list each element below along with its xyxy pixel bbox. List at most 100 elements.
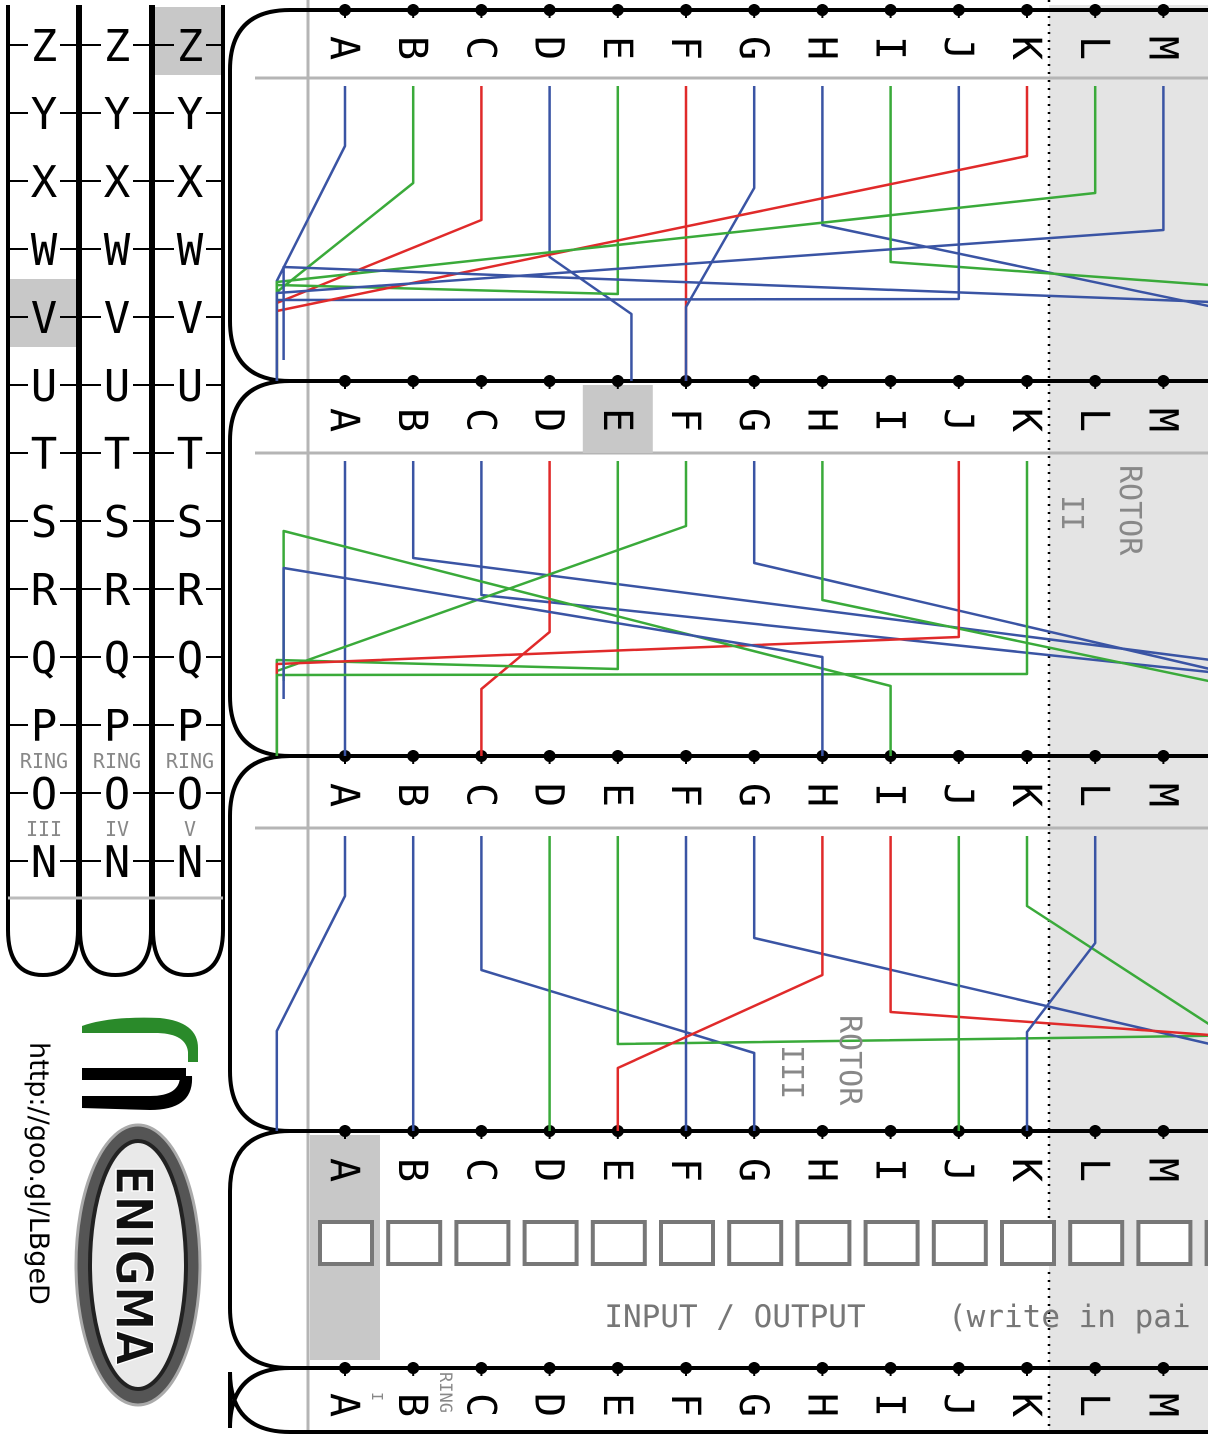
ring-letter: V	[31, 293, 58, 344]
contact-letter: F	[662, 408, 708, 432]
contact-letter: I	[867, 783, 913, 807]
wire	[277, 86, 345, 381]
contact-dot	[544, 4, 556, 16]
ring-letter: Y	[177, 89, 204, 140]
contact-dot	[475, 1125, 487, 1137]
ring-letter: T	[177, 429, 204, 480]
contact-letter: J	[935, 408, 981, 432]
io-letter-box	[797, 1222, 849, 1264]
ring-letter: Q	[177, 633, 204, 684]
ring-letter: R	[104, 565, 131, 616]
rotor-number-label: V	[184, 817, 196, 841]
contact-letter: L	[1071, 36, 1117, 60]
ring-letter: S	[31, 497, 58, 548]
ring-letter: V	[104, 293, 131, 344]
contact-letter: C	[457, 1158, 503, 1182]
contact-dot	[475, 4, 487, 16]
contact-letter: H	[798, 1158, 844, 1182]
contact-letter: A	[321, 1158, 367, 1182]
contact-dot	[1157, 750, 1169, 762]
contact-letter: F	[662, 1158, 708, 1182]
ring-letter: U	[104, 361, 131, 412]
contact-dot	[1157, 1125, 1169, 1137]
contact-letter: K	[1003, 408, 1049, 432]
io-letter-box	[1070, 1222, 1122, 1264]
contact-letter: D	[526, 36, 572, 60]
contact-dot	[816, 4, 828, 16]
ring-letter: S	[177, 497, 204, 548]
ring-letter: W	[104, 225, 131, 276]
ring-letter: P	[104, 701, 131, 752]
io-letter-box	[456, 1222, 508, 1264]
contact-letter: A	[321, 783, 367, 807]
contact-dot	[1089, 750, 1101, 762]
ring-letter: X	[31, 157, 58, 208]
io-letter-box	[593, 1222, 645, 1264]
contact-letter: A	[321, 408, 367, 432]
rotor-wiring-panel: ABCDEFGHIJKLMNABCDEFGHIJKLMNABCDEFGHIJKL…	[230, 0, 1208, 1434]
contact-dot	[612, 375, 624, 387]
reflector-word-label: RING	[435, 1372, 455, 1413]
ring-label: RING	[93, 749, 141, 773]
contact-letter: I	[867, 36, 913, 60]
contact-dot	[748, 4, 760, 16]
contact-dot	[953, 4, 965, 16]
contact-dot	[475, 1362, 487, 1374]
contact-letter: E	[594, 408, 640, 432]
contact-dot	[885, 1125, 897, 1137]
contact-letter: K	[1003, 1393, 1049, 1417]
wire	[277, 461, 618, 756]
contact-letter: E	[594, 1158, 640, 1182]
contact-letter: F	[662, 36, 708, 60]
ring-letter: N	[104, 837, 131, 888]
contact-letter: J	[935, 1158, 981, 1182]
ring-letter: P	[31, 701, 58, 752]
ring-letter: O	[177, 769, 204, 820]
contact-letter: F	[662, 1393, 708, 1417]
ring-letter: P	[177, 701, 204, 752]
contact-letter: L	[1071, 1158, 1117, 1182]
ring-letter: X	[177, 157, 204, 208]
contact-letter: C	[457, 783, 503, 807]
contact-dot	[612, 750, 624, 762]
contact-letter: D	[526, 1393, 572, 1417]
contact-dot	[1089, 1362, 1101, 1374]
ring-letter: R	[31, 565, 58, 616]
ah-logo-icon	[82, 1018, 198, 1062]
io-note: (write in pai	[948, 1299, 1191, 1335]
contact-dot	[816, 375, 828, 387]
io-letter-box	[388, 1222, 440, 1264]
contact-dot	[1157, 375, 1169, 387]
io-letter-box	[866, 1222, 918, 1264]
contact-dot	[748, 1362, 760, 1374]
contact-letter: B	[389, 1158, 435, 1182]
contact-letter: J	[935, 1393, 981, 1417]
ring-letter: R	[177, 565, 204, 616]
contact-dot	[1021, 375, 1033, 387]
rotor-word-label: ROTOR	[1112, 465, 1147, 556]
io-letter-box	[661, 1222, 713, 1264]
contact-dot	[748, 750, 760, 762]
contact-letter: L	[1071, 783, 1117, 807]
enigma-logo-text: ENIGMA	[103, 1165, 163, 1365]
contact-dot	[407, 1362, 419, 1374]
rotor-word-label: ROTOR	[832, 1015, 867, 1106]
ring-letter: N	[177, 837, 204, 888]
contact-dot	[680, 750, 692, 762]
contact-letter: M	[1139, 783, 1185, 807]
contact-letter: H	[798, 1393, 844, 1417]
author-logo	[82, 1018, 198, 1110]
contact-letter: D	[526, 408, 572, 432]
ring-letter: X	[104, 157, 131, 208]
contact-letter: E	[594, 36, 640, 60]
ring-column-3: ZYXWVUTSRQPONRINGV	[153, 5, 223, 975]
ring-label: RING	[166, 749, 214, 773]
contact-letter: F	[662, 783, 708, 807]
ah-logo-bottom	[82, 1076, 192, 1110]
io-letter-box	[934, 1222, 986, 1264]
ring-letter: W	[177, 225, 204, 276]
ring-letter: S	[104, 497, 131, 548]
io-letter-box	[729, 1222, 781, 1264]
